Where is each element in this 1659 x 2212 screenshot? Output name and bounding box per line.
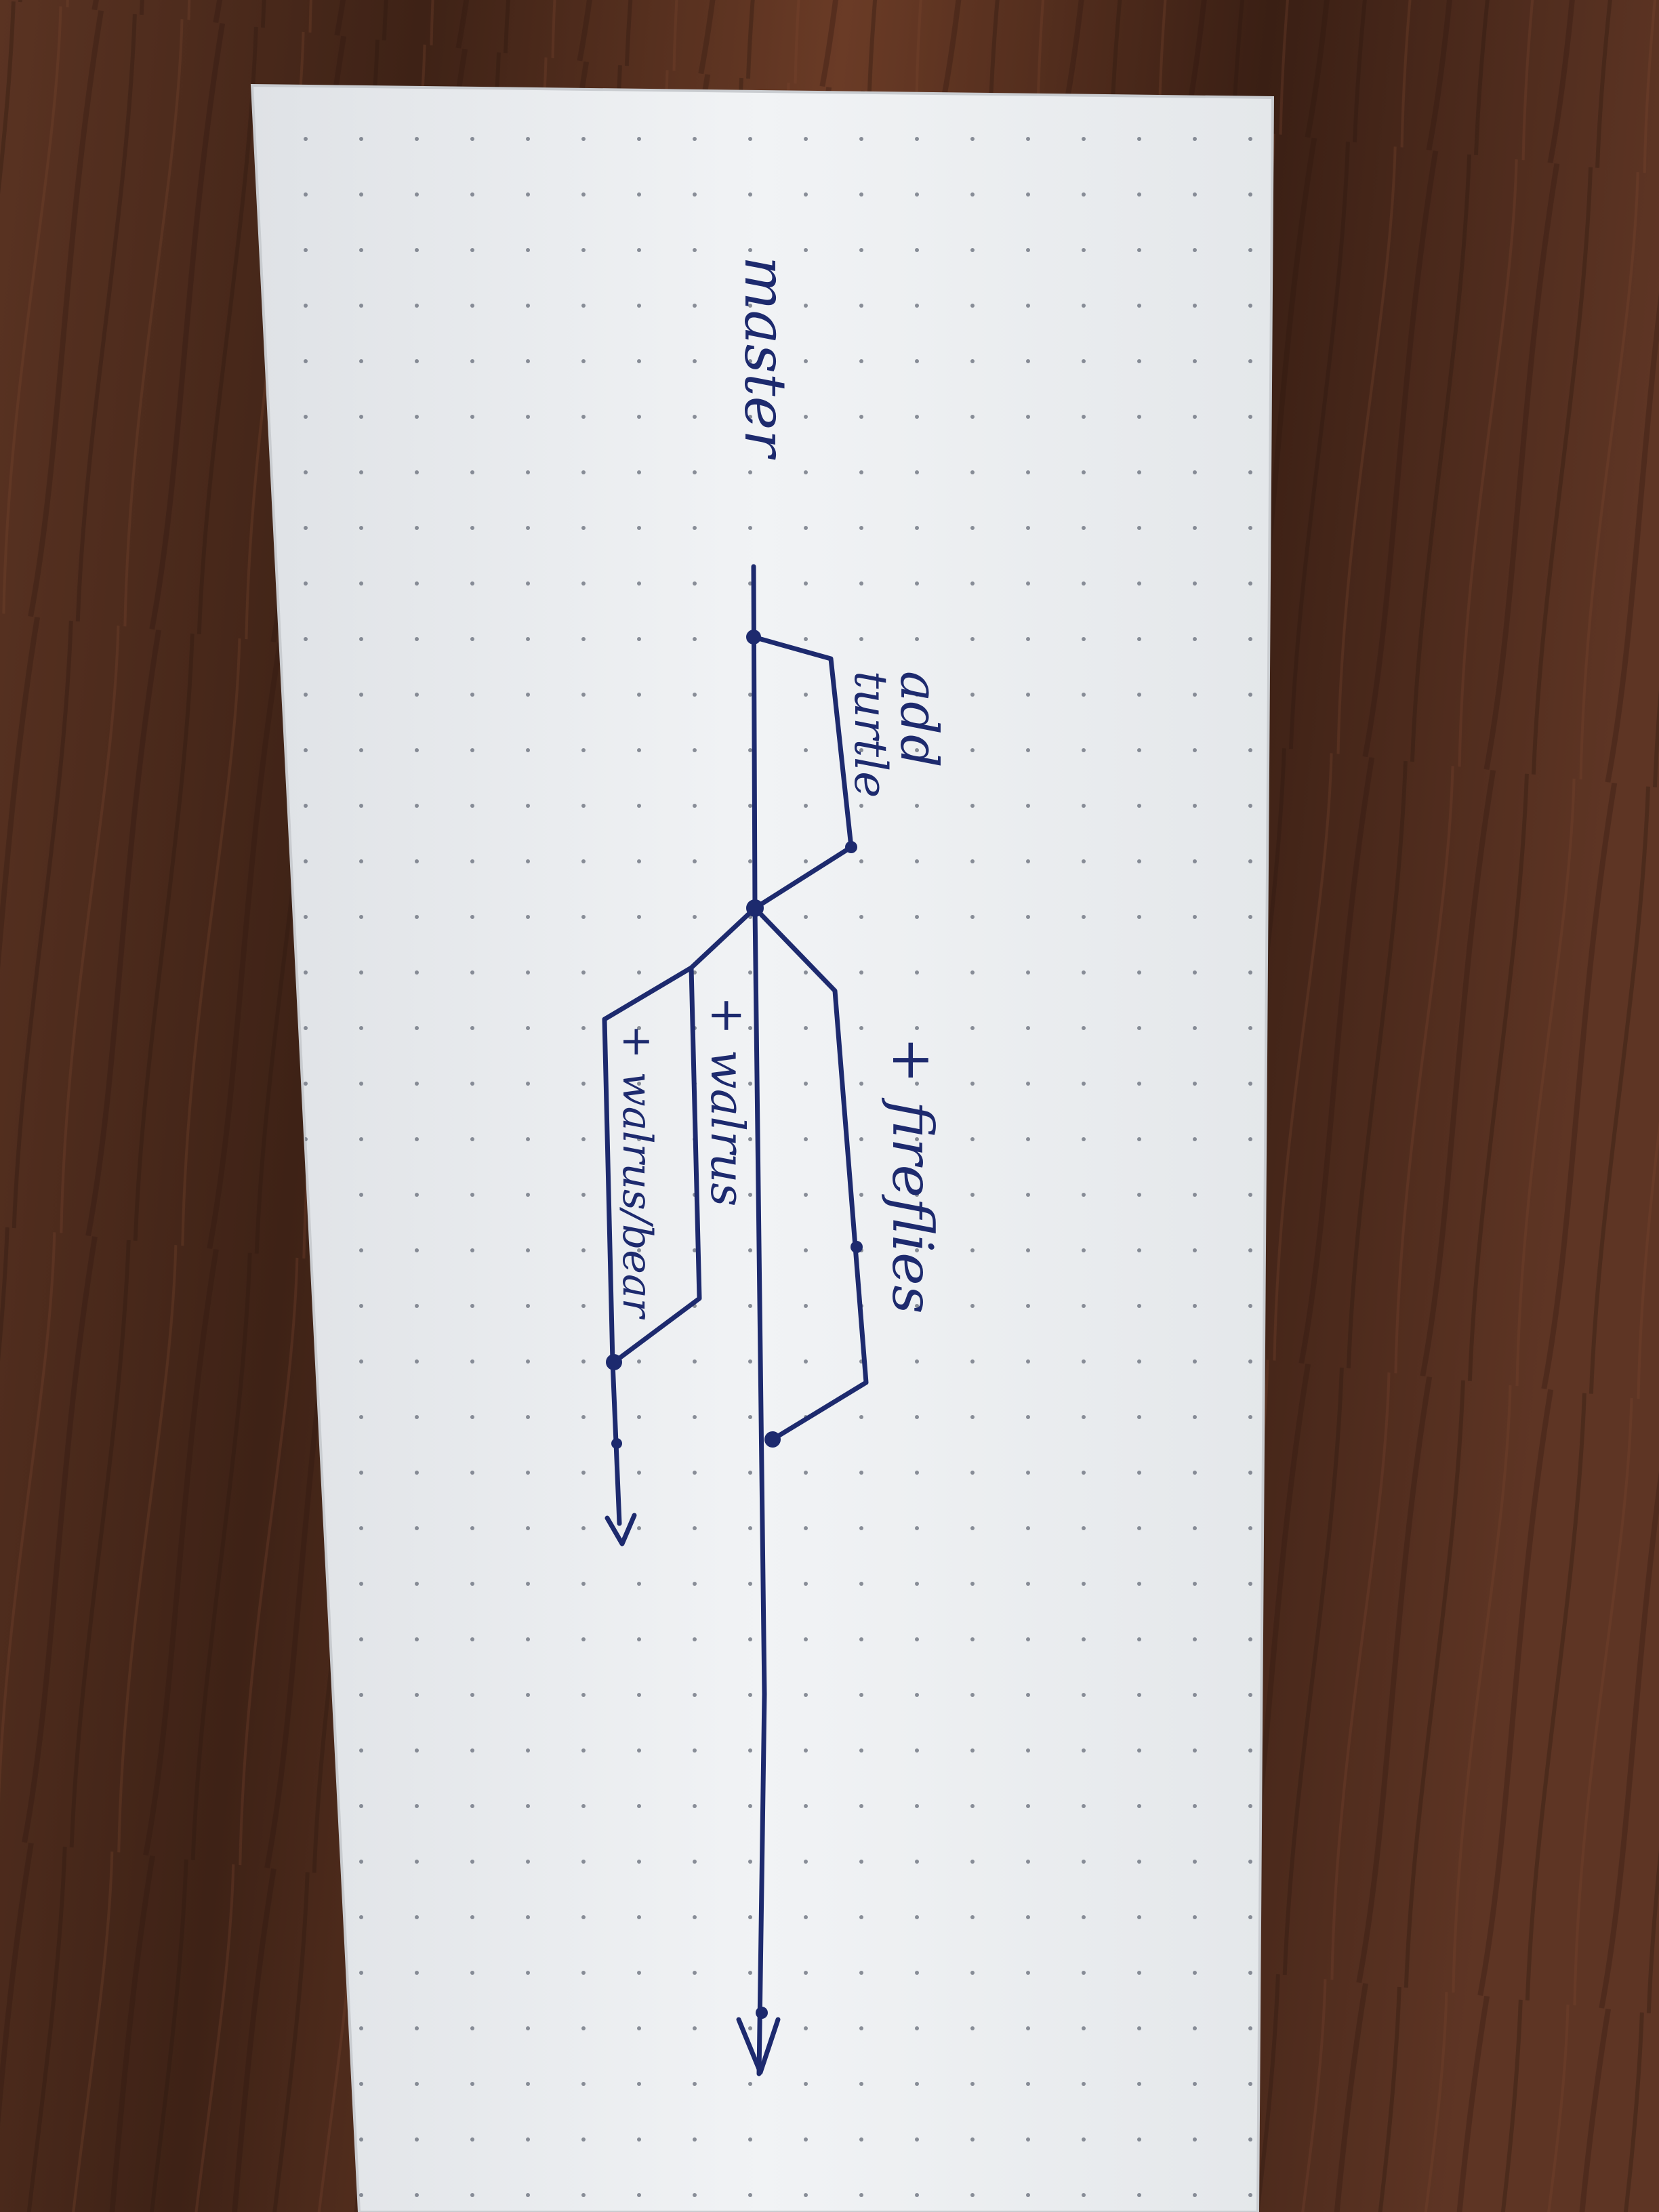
fireflies-branch-line (752, 905, 869, 1442)
commit-node (746, 630, 761, 644)
git-branch-diagram (602, 564, 869, 2076)
walrus-bear-branch-label: + walrus/bear (613, 1025, 661, 1320)
master-arrowhead (736, 2017, 781, 2075)
walrus-bear-arrowhead (605, 1513, 637, 1547)
fireflies-branch-label: + fireflies (880, 1037, 944, 1314)
commit-node (756, 2007, 768, 2019)
commit-nodes (606, 630, 863, 2019)
walrus-branch-line (611, 905, 758, 1365)
commit-node (606, 1354, 622, 1370)
commit-node (746, 899, 764, 917)
turtle-branch-label-line1: add (889, 671, 949, 768)
master-label: master (732, 256, 798, 460)
commit-node (851, 1241, 863, 1253)
turtle-branch-label-line2: turtle (844, 671, 897, 798)
commit-node (611, 1438, 622, 1449)
commit-node (764, 1431, 781, 1448)
walrus-branch-label: + walrus (700, 996, 754, 1206)
turtle-branch-line (751, 634, 854, 911)
paper-dot-grid (252, 85, 1273, 2212)
master-trunk-line (751, 564, 767, 2076)
commit-node (845, 841, 857, 853)
